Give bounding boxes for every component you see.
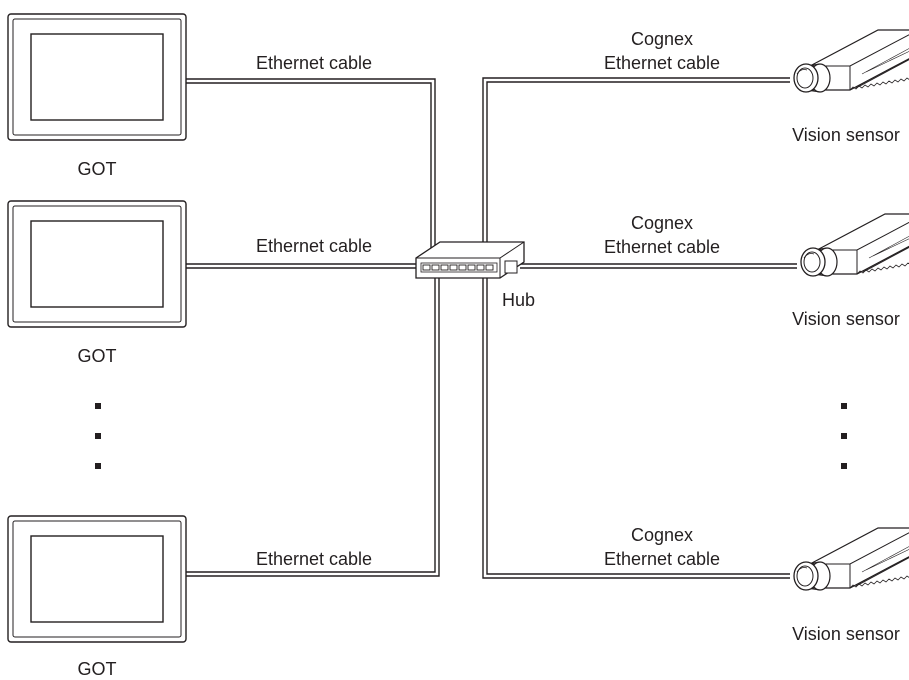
got-label-3: GOT [78,659,117,679]
vision-sensor-2 [801,214,909,276]
got-label-1: GOT [78,159,117,179]
ethernet-cable-label-1: Ethernet cable [256,53,372,73]
cognex-label-3-line2: Ethernet cable [604,549,720,569]
got-ellipsis-dots [95,403,101,469]
got-unit-2 [8,201,186,327]
ethernet-cable-label-2: Ethernet cable [256,236,372,256]
got-cables [186,79,439,576]
got-unit-3 [8,516,186,642]
cognex-label-2-line1: Cognex [631,213,693,233]
cognex-label-1-line1: Cognex [631,29,693,49]
vision-sensor-3 [794,528,909,590]
vision-sensor-label-2: Vision sensor [792,309,900,329]
hub-device [416,242,524,278]
ethernet-cable-label-3: Ethernet cable [256,549,372,569]
got-unit-1 [8,14,186,140]
hub-label: Hub [502,290,535,310]
cognex-label-1-line2: Ethernet cable [604,53,720,73]
sensor-cables [483,78,797,578]
cognex-label-3-line1: Cognex [631,525,693,545]
got-label-2: GOT [78,346,117,366]
vision-sensor-label-1: Vision sensor [792,125,900,145]
sensor-ellipsis-dots [841,403,847,469]
vision-sensor-1 [794,30,909,92]
vision-sensor-label-3: Vision sensor [792,624,900,644]
cognex-label-2-line2: Ethernet cable [604,237,720,257]
